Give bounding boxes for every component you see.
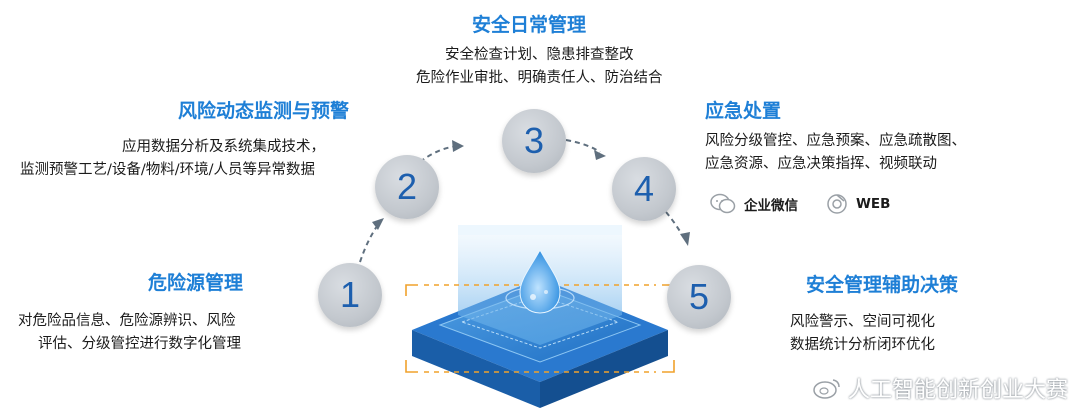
step-1-description: 对危险品信息、危险源辨识、风险 评估、分级管控进行数字化管理 [18,310,241,356]
step-1-number: 1 [339,274,361,315]
channel-web: WEB [826,193,890,215]
channel-web-label: WEB [856,196,891,212]
step-5-title: 安全管理辅助决策 [806,274,959,296]
step-2-line-2: 监测预警工艺/设备/物料/环境/人员等异常数据 [20,162,316,178]
channel-wechat-work: 企业微信 [710,193,798,215]
step-5-circle: 5 [667,265,731,329]
step-4-description: 风险分级管控、应急预案、应急疏散图、 应急资源、应急决策指挥、视频联动 [705,130,966,176]
step-5-line-2: 数据统计分析闭环优化 [790,337,935,353]
step-4-title: 应急处置 [705,100,782,122]
watermark: 人工智能创新创业大赛 [812,372,1068,404]
step-3-description: 安全检查计划、隐患排查整改 危险作业审批、明确责任人、防治结合 [416,44,663,90]
step-1-title: 危险源管理 [148,272,244,294]
watermark-text: 人工智能创新创业大赛 [847,378,1068,403]
water-drop-icon [519,248,561,314]
step-2-circle: 2 [375,155,439,219]
step-5-number: 5 [688,276,710,317]
channel-wechat-work-label: 企业微信 [744,198,798,214]
step-3-circle: 3 [502,109,566,173]
step-3-number: 3 [523,120,545,161]
arrow-heads [372,140,690,246]
wechat-work-icon [710,193,736,214]
step-4-line-1: 风险分级管控、应急预案、应急疏散图、 [705,133,966,149]
step-4-number: 4 [633,168,655,209]
step-5-description: 风险警示、空间可视化 数据统计分析闭环优化 [790,311,935,357]
step-1-line-1: 对危险品信息、危险源辨识、风险 [18,313,236,329]
step-3-line-2: 危险作业审批、明确责任人、防治结合 [416,70,663,86]
step-2-number: 2 [396,166,418,207]
step-3-line-1: 安全检查计划、隐患排查整改 [445,47,634,63]
step-4-circle: 4 [612,157,676,221]
step-1-line-2: 评估、分级管控进行数字化管理 [38,336,241,352]
step-5-line-1: 风险警示、空间可视化 [790,314,935,330]
step-3-title: 安全日常管理 [472,14,587,36]
weibo-icon [813,379,840,399]
step-2-description: 应用数据分析及系统集成技术， 监测预警工艺/设备/物料/环境/人员等异常数据 [20,136,325,182]
web-browser-icon [827,194,847,214]
step-1-circle: 1 [318,263,382,327]
step-2-line-1: 应用数据分析及系统集成技术， [122,139,325,155]
step-4-line-2: 应急资源、应急决策指挥、视频联动 [705,156,937,172]
step-2-title: 风险动态监测与预警 [178,100,350,122]
